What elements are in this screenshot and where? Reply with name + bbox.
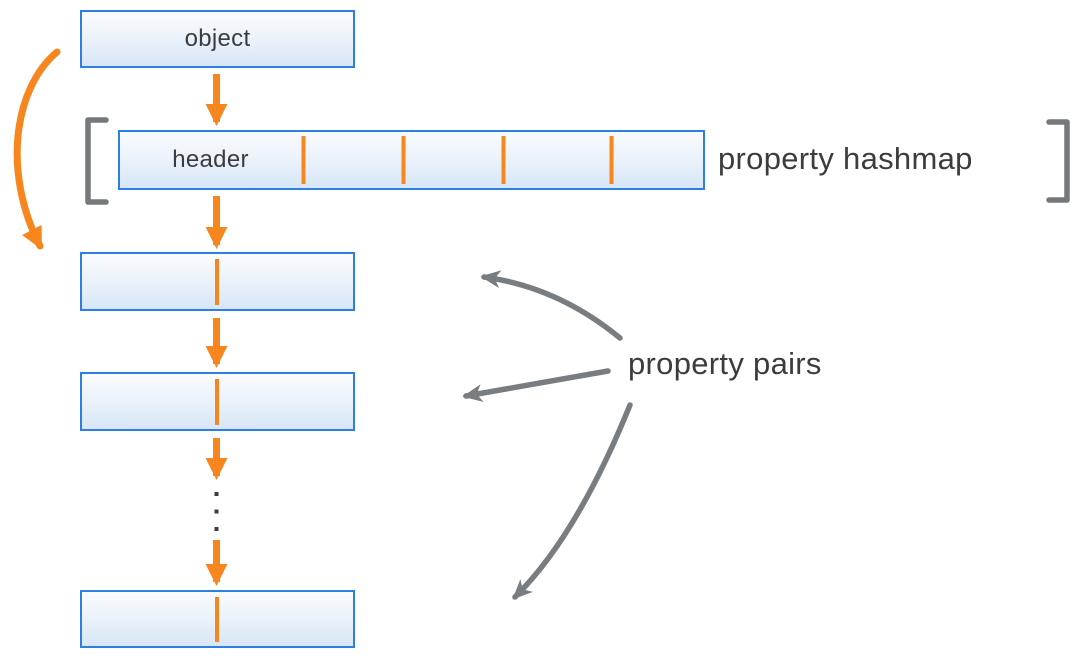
hashmap-header-label: header — [172, 146, 249, 173]
curved-arrow-object-to-pair-icon — [13, 48, 61, 250]
object-label: object — [184, 25, 251, 52]
pairs-arrow-top-icon — [480, 270, 623, 341]
pairs-arrow-middle-icon — [462, 368, 611, 403]
pairs-arrow-bottom-icon — [512, 402, 633, 600]
property-pair-box-2 — [80, 372, 355, 431]
hashmap-header-box — [118, 130, 705, 190]
right-bracket-icon — [1046, 119, 1070, 203]
ellipsis-dots — [214, 492, 219, 531]
property-pairs-caption: property pairs — [628, 346, 822, 381]
property-pair-box-1 — [80, 252, 355, 311]
annotation-arrows — [462, 270, 633, 600]
property-pair-box-3 — [80, 590, 355, 648]
object-box — [80, 10, 355, 68]
hashmap-caption: property hashmap — [718, 141, 973, 176]
left-bracket-icon — [85, 117, 109, 205]
